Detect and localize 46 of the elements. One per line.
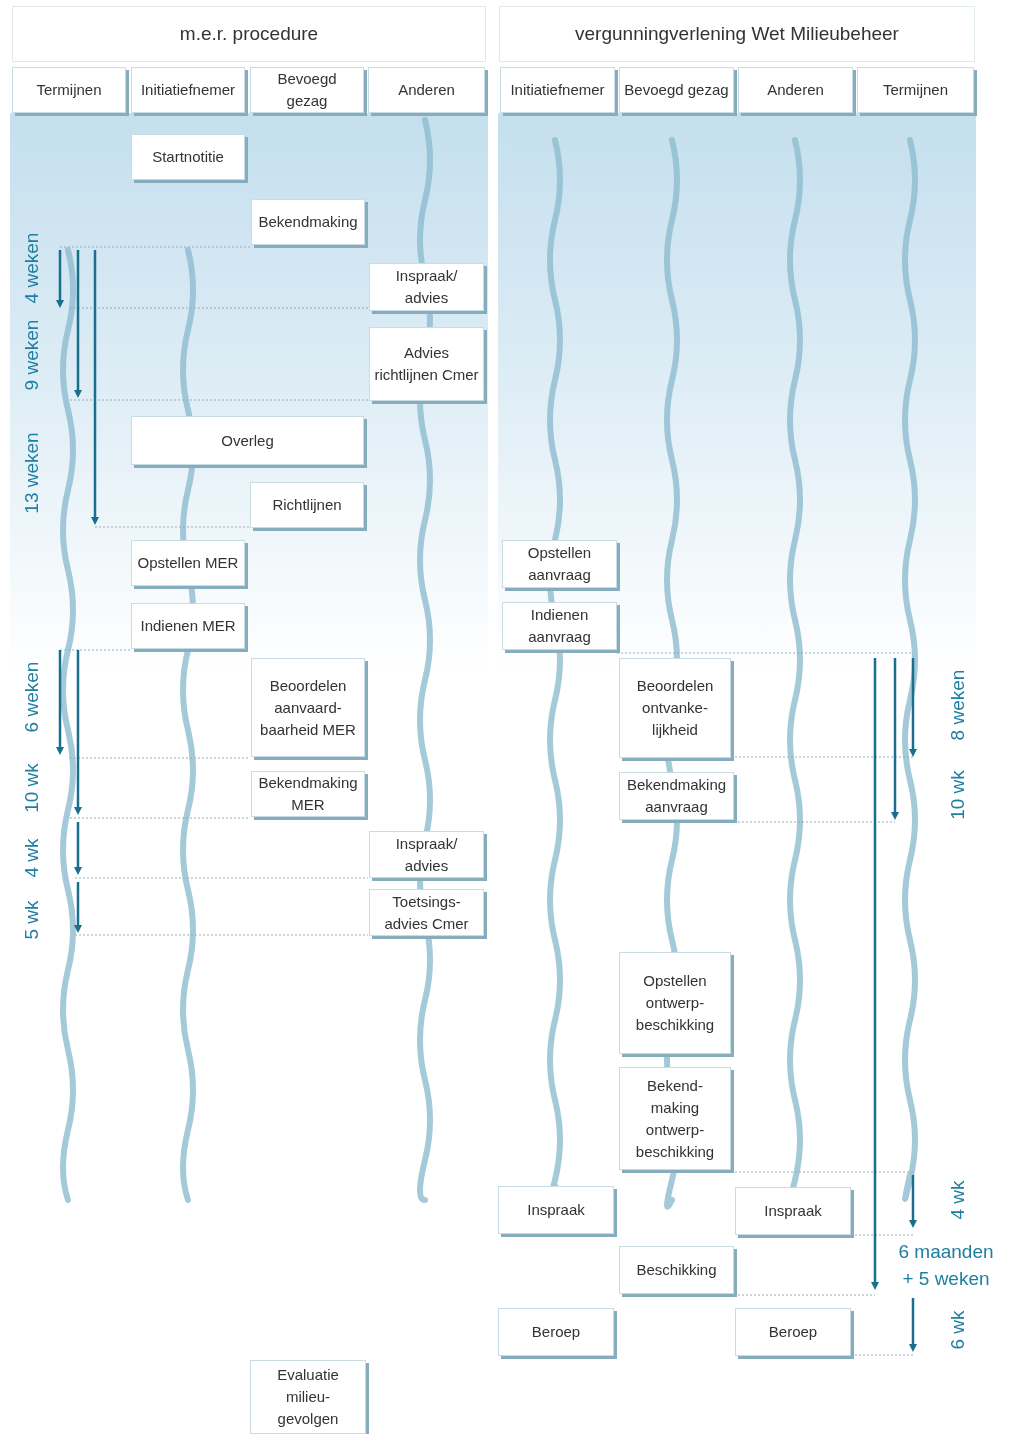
- duration-label: 6 wk: [947, 1310, 969, 1350]
- lane-header: Termijnen: [857, 67, 974, 113]
- lane-header: Anderen: [738, 67, 853, 113]
- duration-label: 4 wk: [947, 1180, 969, 1220]
- lane-header: Anderen: [368, 67, 485, 113]
- step-box: Inspraak: [735, 1187, 851, 1235]
- duration-label: 4 wk: [21, 838, 43, 878]
- duration-label: 5 wk: [21, 900, 43, 940]
- step-box: Inspraak: [498, 1186, 614, 1234]
- step-box: Advies richtlijnen Cmer: [369, 327, 484, 401]
- step-box: Beroep: [498, 1308, 614, 1356]
- duration-label: 10 wk: [947, 770, 969, 820]
- step-box: Inspraak/ advies: [369, 263, 484, 311]
- step-box: Opstellen MER: [131, 540, 245, 586]
- step-box: Beschikking: [619, 1246, 734, 1294]
- column-title: m.e.r. procedure: [12, 6, 486, 62]
- lane-header: Termijnen: [12, 67, 126, 113]
- duration-label: 6 weken: [21, 661, 43, 733]
- column-title: vergunningverlening Wet Milieubeheer: [499, 6, 975, 62]
- duration-label: 6 maanden + 5 weken: [897, 1240, 995, 1291]
- step-box: Beoordelen ontvanke- lijkheid: [619, 658, 731, 758]
- step-box: Evaluatie milieu- gevolgen: [250, 1360, 366, 1434]
- step-box: Bekendmaking aanvraag: [619, 772, 734, 820]
- step-box: Bekendmaking: [251, 199, 365, 245]
- step-box: Indienen aanvraag: [502, 602, 617, 650]
- duration-label: 8 weken: [947, 669, 969, 741]
- duration-label: 9 weken: [21, 319, 43, 391]
- step-box: Opstellen aanvraag: [502, 540, 617, 588]
- duration-label: 10 wk: [21, 763, 43, 813]
- lane-header: Bevoegd gezag: [619, 67, 734, 113]
- step-box: Bekendmaking MER: [251, 771, 365, 817]
- step-box: Beroep: [735, 1308, 851, 1356]
- step-box: Beoordelen aanvaard- baarheid MER: [251, 658, 365, 757]
- lane-header: Initiatiefnemer: [131, 67, 245, 113]
- step-box: Indienen MER: [131, 603, 245, 649]
- step-box: Overleg: [131, 416, 364, 465]
- lane-header: Bevoegd gezag: [250, 67, 364, 113]
- step-box: Toetsings- advies Cmer: [369, 889, 484, 936]
- duration-label: 13 weken: [21, 432, 43, 514]
- step-box: Bekend- making ontwerp- beschikking: [619, 1067, 731, 1170]
- step-box: Opstellen ontwerp- beschikking: [619, 952, 731, 1054]
- lane-header: Initiatiefnemer: [500, 67, 615, 113]
- step-box: Inspraak/ advies: [369, 831, 484, 878]
- step-box: Startnotitie: [131, 134, 245, 180]
- step-box: Richtlijnen: [250, 482, 364, 528]
- duration-label: 4 weken: [21, 232, 43, 304]
